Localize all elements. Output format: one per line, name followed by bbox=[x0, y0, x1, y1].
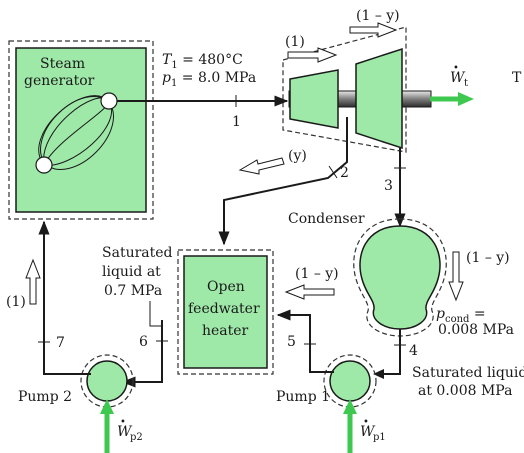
state-label-1: 1 bbox=[232, 114, 241, 130]
stream-4-pipe: 4 bbox=[373, 329, 418, 379]
state-label-5: 5 bbox=[287, 334, 296, 350]
saturated-liquid-condenser-line1: Saturated liquid bbox=[412, 365, 524, 381]
steam-generator: Steam generator bbox=[8, 40, 154, 220]
stray-mark: T bbox=[512, 70, 522, 86]
stream-2-pipe: 2 bbox=[218, 117, 349, 246]
state-label-2: 2 bbox=[340, 165, 349, 181]
turbine-inlet-flow-arrow: (1) bbox=[285, 34, 338, 63]
pump-1-work-symbol: W bbox=[360, 424, 376, 440]
steam-generator-label-line1: Steam bbox=[40, 56, 85, 72]
pcond-value: 0.008 MPa bbox=[438, 322, 514, 338]
steam-generator-inlet-header bbox=[35, 156, 53, 174]
feedwater-heater-label-line2: feedwater bbox=[188, 301, 260, 317]
fraction-loop: (1) bbox=[6, 294, 26, 310]
fraction-extraction: (y) bbox=[288, 148, 307, 164]
pcond-label: pcond = bbox=[436, 306, 486, 325]
turbine-boundary bbox=[282, 26, 407, 153]
steam-generator-label-line2: generator bbox=[24, 73, 95, 89]
stream-5-pipe: 5 bbox=[276, 309, 334, 373]
state-label-4: 4 bbox=[409, 343, 418, 359]
saturated-liquid-condenser-line2: at 0.008 MPa bbox=[418, 383, 512, 399]
heater-annotation-leader bbox=[149, 301, 162, 327]
p1-label: p1 = 8.0 MPa bbox=[162, 70, 256, 89]
open-feedwater-heater: Open feedwater heater bbox=[177, 249, 274, 375]
feedwater-heater-label-line3: heater bbox=[202, 323, 249, 339]
saturated-liquid-heater-line2: liquid at bbox=[102, 264, 161, 280]
pump-1: Pump 1 W • p1 bbox=[276, 354, 386, 453]
condenser: Condenser bbox=[288, 211, 447, 337]
steam-generator-boundary bbox=[8, 40, 154, 220]
state-label-3: 3 bbox=[384, 178, 393, 194]
pump-2-work-subscript: p2 bbox=[130, 432, 143, 443]
turbine-stage-low-pressure bbox=[355, 47, 403, 150]
stream-3-pipe: 3 bbox=[384, 148, 406, 228]
heater-inlet-flow-arrow: (1 – y) bbox=[284, 266, 339, 300]
extraction-flow-arrow: (y) bbox=[238, 148, 307, 175]
pump-1-label: Pump 1 bbox=[276, 389, 330, 405]
stream-7-pipe: 7 bbox=[38, 220, 91, 375]
fraction-turbine-inlet: (1) bbox=[285, 34, 305, 50]
pump-2-body bbox=[86, 360, 128, 402]
saturated-liquid-heater-line3: 0.7 MPa bbox=[104, 283, 162, 299]
condenser-flow-arrow: (1 – y) bbox=[448, 250, 510, 302]
state-label-6: 6 bbox=[139, 334, 148, 350]
steam-generator-outlet-header bbox=[100, 92, 118, 110]
pump-1-work-subscript: p1 bbox=[373, 432, 386, 443]
saturated-liquid-heater-line1: Saturated bbox=[102, 245, 173, 261]
feedwater-heater-label-line1: Open bbox=[207, 279, 245, 295]
turbine-exit-flow-arrow: (1 – y) bbox=[349, 8, 400, 38]
turbine-work-dot: • bbox=[453, 63, 459, 74]
fraction-turbine-exit: (1 – y) bbox=[356, 8, 400, 24]
state-label-7: 7 bbox=[56, 335, 65, 351]
stream-6-pipe: 6 bbox=[121, 320, 168, 388]
turbine: W • t T bbox=[282, 26, 522, 153]
t1-label: T1 = 480°C bbox=[162, 52, 243, 71]
fraction-condenser: (1 – y) bbox=[466, 250, 510, 266]
turbine-work-symbol: W bbox=[450, 70, 466, 86]
stream-1-pipe: 1 bbox=[117, 95, 289, 130]
pump-2-label: Pump 2 bbox=[18, 389, 72, 405]
turbine-work-arrowhead bbox=[458, 92, 474, 106]
fraction-heater-inlet: (1 – y) bbox=[295, 266, 339, 282]
pump-2-work-symbol: W bbox=[117, 424, 133, 440]
turbine-work-subscript: t bbox=[464, 78, 468, 89]
condenser-body bbox=[359, 225, 441, 330]
turbine-stage-high-pressure bbox=[289, 69, 339, 129]
condenser-label: Condenser bbox=[288, 211, 365, 227]
feedwater-heater-boundary bbox=[177, 249, 274, 375]
svg-text:•: • bbox=[120, 417, 126, 428]
pump-2: Pump 2 W • p2 bbox=[18, 354, 143, 453]
pump-1-body bbox=[329, 360, 371, 402]
feedwater-heater-body bbox=[183, 255, 268, 369]
steam-generator-body bbox=[15, 47, 147, 213]
svg-text:•: • bbox=[363, 417, 369, 428]
loop-flow-arrow: (1) bbox=[6, 258, 41, 310]
